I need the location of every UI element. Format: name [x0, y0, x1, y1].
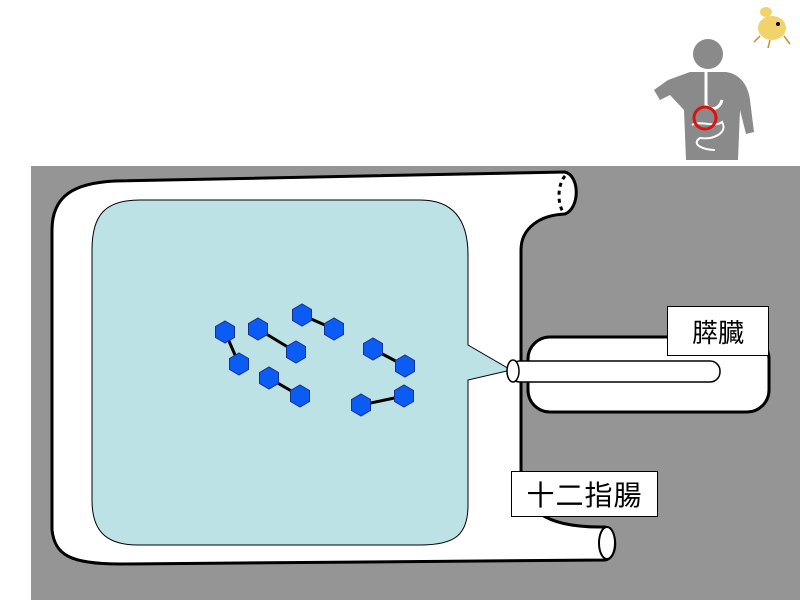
- molecule-hexagon: [287, 341, 306, 363]
- human-digestive-system-icon: [645, 36, 795, 166]
- open-end-bottom: [599, 527, 615, 559]
- stomach-contents: [92, 200, 511, 545]
- pancreatic-duct: [510, 361, 720, 382]
- molecule-hexagon: [260, 367, 279, 389]
- duodenum-label: 十二指腸: [511, 471, 658, 517]
- molecule-hexagon: [396, 355, 415, 377]
- molecule-hexagon: [291, 385, 310, 407]
- molecule-hexagon: [249, 318, 268, 340]
- molecule-hexagon: [325, 318, 344, 340]
- molecule-hexagon: [352, 394, 371, 416]
- pancreas-label: 膵臓: [667, 306, 769, 356]
- molecule-hexagon: [216, 321, 235, 343]
- molecule-hexagon: [293, 304, 312, 326]
- molecule-hexagon: [395, 385, 414, 407]
- molecule-hexagon: [364, 338, 383, 360]
- molecule-hexagon: [230, 353, 249, 375]
- duct-opening: [507, 360, 519, 382]
